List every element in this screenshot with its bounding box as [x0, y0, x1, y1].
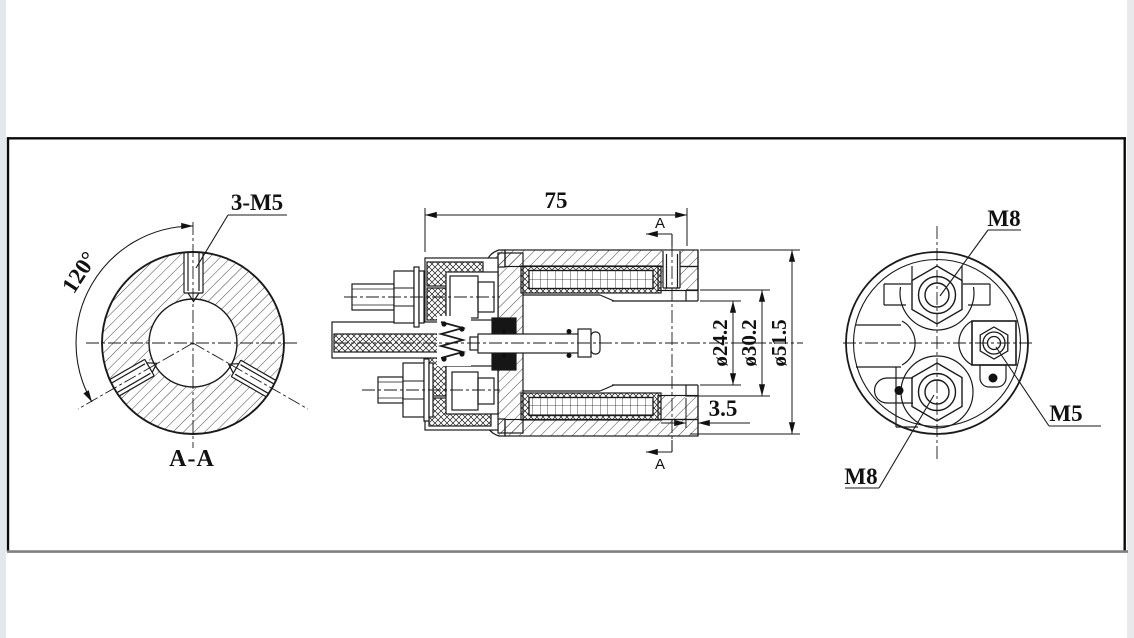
hole-callout-leader [195, 214, 287, 269]
coil-winding-bottom [520, 392, 662, 421]
right-edge-strip [1127, 0, 1134, 638]
terminal-stud-bottom [377, 358, 434, 422]
end-centerlines [843, 226, 1032, 460]
section-marker-top-label: A [655, 215, 665, 232]
outer-dim-label: ø51.5 [767, 319, 791, 366]
contact-and-shaft [469, 317, 601, 371]
terminal-bottom-label: M8 [844, 464, 877, 489]
length-dim-label: 75 [545, 188, 568, 213]
mounting-bracket [331, 321, 449, 359]
front-dimensions [424, 208, 800, 435]
case-m5-hole [662, 250, 681, 289]
section-title: A-A [169, 446, 215, 472]
bore-dim-label: ø24.2 [708, 319, 732, 366]
hole-callout-label: 3-M5 [231, 190, 283, 215]
terminal-top-label: M8 [987, 206, 1020, 231]
rivet-slot-left [873, 377, 913, 404]
return-spring [437, 316, 471, 366]
step-dim-label: 3.5 [709, 396, 738, 421]
rivet-slot-right [979, 364, 1007, 388]
end-view-leaders [845, 229, 1101, 489]
terminal-housing [424, 257, 499, 431]
plunger-bore [523, 250, 699, 436]
counterbore-dim-label: ø30.2 [737, 319, 761, 366]
left-edge-strip [0, 0, 6, 638]
drawing-frame [6, 137, 1128, 553]
end-view: M8 M8 M5 [843, 206, 1101, 489]
coil-winding-top [520, 265, 662, 294]
section-cut-markers [646, 230, 673, 456]
front-centerlines [335, 244, 803, 446]
front-section-view: 75 ø24.2 ø30.2 ø51.5 3.5 A A [331, 188, 803, 473]
angle-dim-arc [75, 222, 194, 403]
section-marker-bottom-label: A [655, 456, 665, 473]
screw-hole-label: M5 [1049, 401, 1082, 426]
